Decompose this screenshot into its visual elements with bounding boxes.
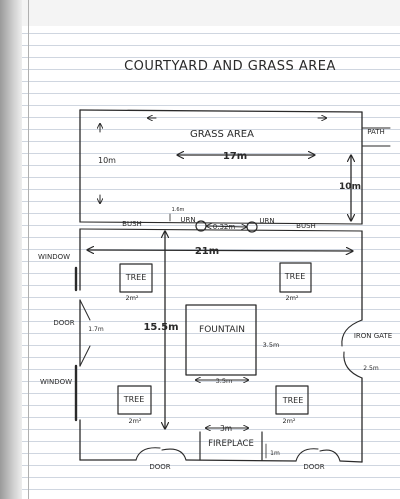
urn-gap-label: 0.32m xyxy=(213,223,236,231)
courtyard-width-arrow xyxy=(88,250,352,251)
tree-size-label: 2m² xyxy=(285,294,298,302)
iron-gate-width-label: 2.5m xyxy=(363,365,379,372)
margin-line xyxy=(28,0,29,499)
path-label: PATH xyxy=(367,128,385,136)
tree-label: TREE xyxy=(123,395,145,404)
page-top-band xyxy=(22,0,400,26)
tree-label: TREE xyxy=(284,272,306,281)
iron-gate-swing xyxy=(341,319,363,379)
grass-left-height-label: 10m xyxy=(98,156,116,165)
grass-area-label: GRASS AREA xyxy=(190,129,254,140)
bottom-door-right-swing xyxy=(295,448,341,462)
bottom-door-left-label: DOOR xyxy=(149,463,170,471)
tree-size-label: 2m² xyxy=(125,294,138,302)
urn-right-label: URN xyxy=(259,217,274,225)
diagram-title: COURTYARD AND GRASS AREA xyxy=(124,59,336,74)
bush-right-label: BUSH xyxy=(296,222,316,230)
fountain-bottom-label: 3.5m xyxy=(216,377,233,385)
bush-border: BUSH BUSH URN URN 0.32m 1.6m xyxy=(79,207,363,233)
bottom-door-right: DOOR xyxy=(295,448,341,471)
door-left-swing xyxy=(79,299,91,367)
urn-left-label: URN xyxy=(180,216,195,224)
tree-top-left: TREE 2m² xyxy=(119,263,153,302)
bottom-wall-b xyxy=(185,459,297,462)
grass-area: GRASS AREA 17m 10m 10m xyxy=(79,109,363,225)
iron-gate-label: IRON GATE xyxy=(354,332,392,340)
left-wall-features: WINDOW DOOR 1.7m WINDOW xyxy=(38,253,104,422)
bush-left-label: BUSH xyxy=(122,220,142,228)
window-top-label: WINDOW xyxy=(38,253,70,261)
urn-gap-arrow xyxy=(207,226,246,227)
border-small-dim-label: 1.6m xyxy=(172,207,185,213)
courtyard-height-label: 15.5m xyxy=(143,322,178,333)
door-left-width-label: 1.7m xyxy=(88,326,104,333)
fountain-label: FOUNTAIN xyxy=(199,325,245,335)
tree-label: TREE xyxy=(125,273,147,282)
bottom-door-left-swing xyxy=(135,447,187,461)
fireplace-depth-label: 1m xyxy=(270,450,280,457)
tree-size-label: 2m² xyxy=(282,417,295,425)
tree-top-right: TREE 2m² xyxy=(279,262,312,302)
iron-gate: IRON GATE 2.5m xyxy=(341,319,392,379)
tree-size-label: 2m² xyxy=(128,417,141,425)
courtyard-width-label: 21m xyxy=(195,246,219,257)
fountain: FOUNTAIN 3.5m 3.5m xyxy=(185,304,280,385)
fireplace-width-label: 3m xyxy=(220,424,232,433)
bottom-door-left: DOOR xyxy=(135,447,187,471)
binding-shadow xyxy=(0,0,22,499)
tree-bottom-left: TREE 2m² xyxy=(117,385,152,425)
door-left-label: DOOR xyxy=(53,319,74,327)
tree-bottom-right: TREE 2m² xyxy=(275,385,309,425)
bottom-wall-c xyxy=(339,460,363,463)
grass-right-height-label: 10m xyxy=(339,182,361,192)
grass-width-label: 17m xyxy=(223,151,247,162)
fireplace: 3m FIREPLACE 1m xyxy=(199,424,280,461)
fireplace-label: FIREPLACE xyxy=(208,439,254,449)
path: PATH xyxy=(361,127,391,147)
fountain-side-label: 3.5m xyxy=(263,341,280,349)
courtyard-outline xyxy=(79,228,363,463)
bottom-door-right-label: DOOR xyxy=(303,463,324,471)
tree-label: TREE xyxy=(282,396,304,405)
window-bottom-label: WINDOW xyxy=(40,378,72,386)
